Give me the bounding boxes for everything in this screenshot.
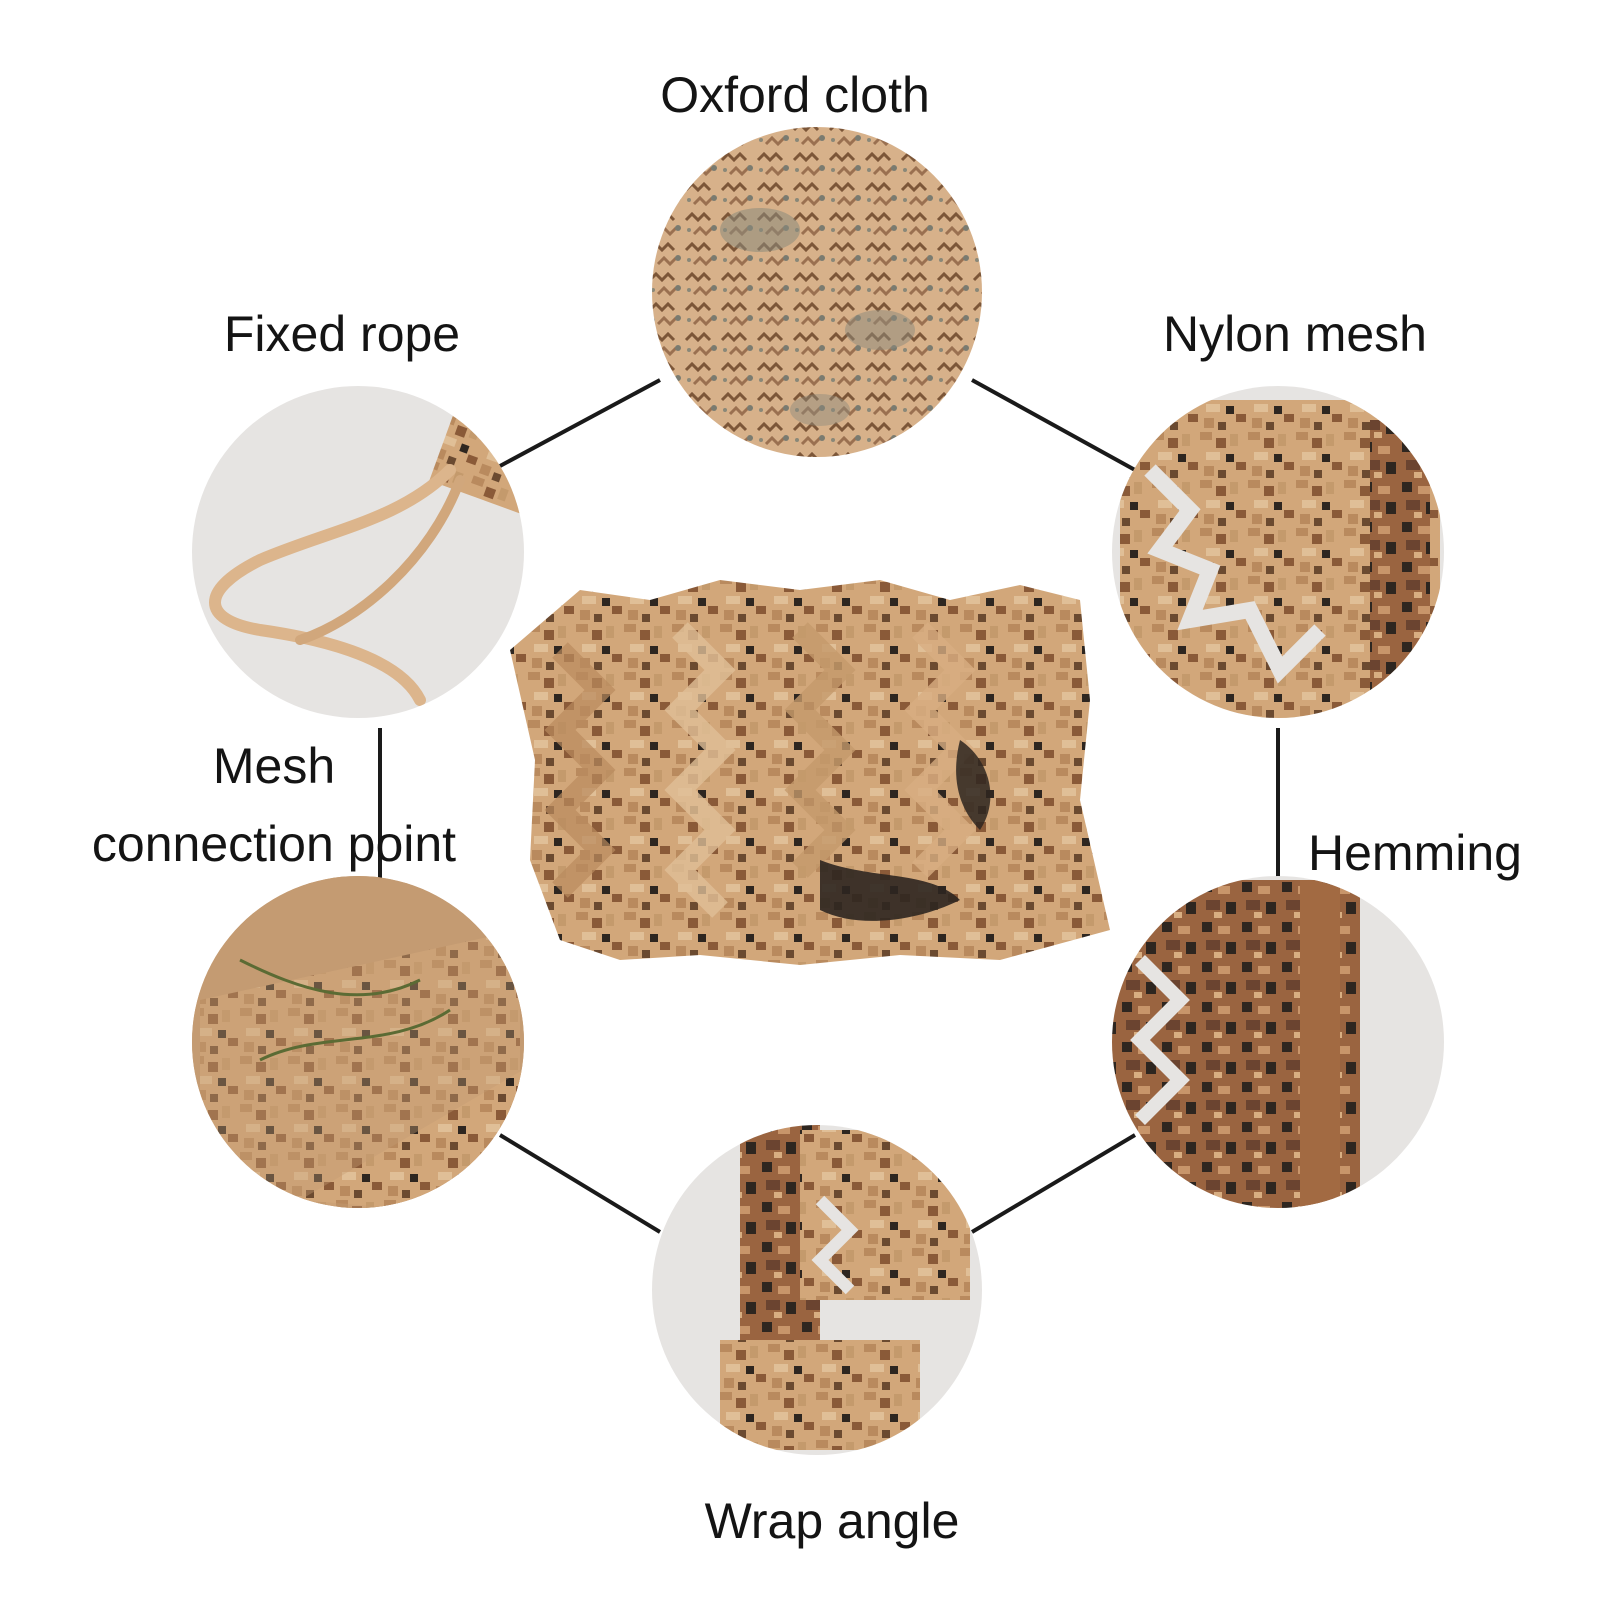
oxford-cloth-detail-image <box>652 127 982 457</box>
connector-lines <box>378 378 1280 1234</box>
camouflage-net-product-image <box>510 580 1110 965</box>
fixed-rope-detail-image <box>192 386 524 718</box>
label-oxford-cloth: Oxford cloth <box>660 67 930 123</box>
label-nylon-mesh: Nylon mesh <box>1163 306 1427 362</box>
label-fixed-rope: Fixed rope <box>223 306 461 362</box>
label-wrap-angle: Wrap angle <box>704 1493 960 1549</box>
label-mesh-connection-line1: Mesh <box>212 738 336 794</box>
mesh-connection-detail-image <box>192 876 524 1208</box>
label-hemming: Hemming <box>1308 825 1522 881</box>
nylon-mesh-detail-image <box>1112 386 1444 718</box>
hemming-detail-image <box>1112 876 1444 1208</box>
wrap-angle-detail-image <box>652 1125 982 1455</box>
label-mesh-connection-line2: connection point <box>91 816 457 872</box>
